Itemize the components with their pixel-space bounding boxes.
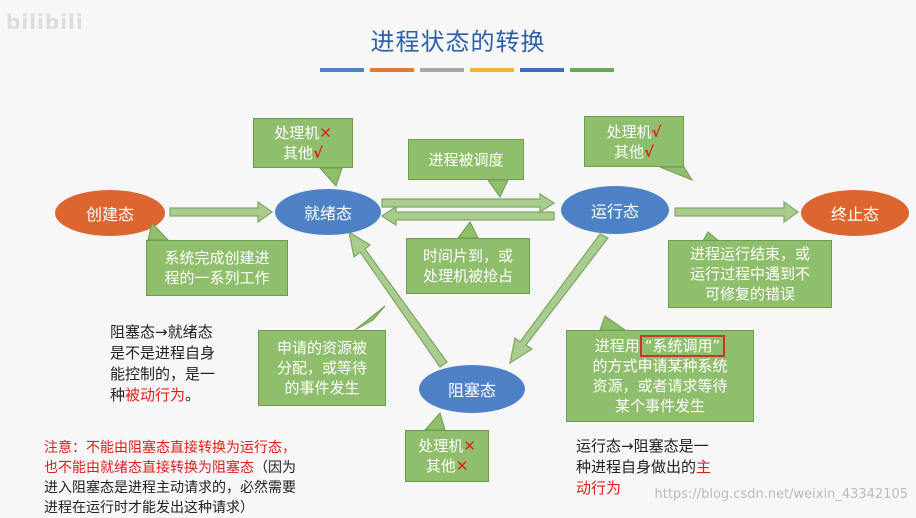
callout-text: 时间片到，或 bbox=[422, 247, 513, 265]
callout-text: 程的一系列工作 bbox=[164, 269, 270, 287]
active-highlight: 主 bbox=[696, 458, 712, 476]
callout-timeslice: 时间片到，或 处理机被抢占 bbox=[406, 238, 530, 294]
title-underline-5 bbox=[520, 68, 564, 72]
callout-text: 某个事件发生 bbox=[614, 397, 705, 415]
callout-text: 资源，或者请求等待 bbox=[592, 377, 728, 395]
warning-line: 注意：不能由阻塞态直接转换为运行态， bbox=[44, 440, 296, 456]
callout-text: 处理机 bbox=[274, 124, 320, 142]
title-underline-4 bbox=[470, 68, 514, 72]
state-terminate: 终止态 bbox=[801, 190, 909, 236]
callout-text: 处理机被抢占 bbox=[422, 267, 513, 285]
arrow-running-to-ready bbox=[380, 205, 555, 227]
warning-line: 也不能由就绪态直接转换为阻塞态 bbox=[44, 460, 254, 476]
callout-create-done: 系统完成创建进 程的一系列工作 bbox=[146, 240, 288, 296]
title-underline-1 bbox=[320, 68, 364, 72]
callout-text: 的事件发生 bbox=[284, 379, 360, 397]
note-line: 种 bbox=[110, 386, 126, 404]
title-underline-6 bbox=[570, 68, 614, 72]
pointer-timeslice bbox=[457, 221, 479, 239]
callout-system-call: 进程用“系统调用” 的方式申请某种系统 资源，或者请求等待 某个事件发生 bbox=[566, 330, 754, 422]
callout-text: 可修复的错误 bbox=[704, 285, 795, 303]
callout-text: 其他 bbox=[282, 144, 313, 162]
state-blocked: 阻塞态 bbox=[419, 365, 525, 413]
active-behavior-note: 运行态→阻塞态是一 种进程自身做出的主 动行为 bbox=[576, 436, 756, 499]
callout-scheduled: 进程被调度 bbox=[408, 139, 524, 180]
source-url-watermark: https://blog.csdn.net/weixin_43342105 bbox=[654, 487, 908, 502]
note-line: 能控制的，是一 bbox=[110, 365, 216, 383]
pointer-running-top bbox=[659, 166, 694, 182]
arrow-running-to-blocked bbox=[509, 233, 609, 365]
cross-mark: ✕ bbox=[455, 457, 469, 475]
callout-text: 申请的资源被 bbox=[276, 339, 367, 357]
title-underline-2 bbox=[370, 68, 414, 72]
callout-text: 进程被调度 bbox=[428, 150, 504, 169]
title-underline-3 bbox=[420, 68, 464, 72]
warning-line: （因为 bbox=[254, 460, 296, 476]
arrow-running-to-terminate bbox=[674, 200, 800, 224]
page-title: 进程状态的转换 bbox=[370, 28, 546, 56]
callout-running-requirements: 处理机√ 其他√ bbox=[584, 116, 684, 167]
active-highlight: 动行为 bbox=[576, 479, 622, 497]
note-line: 是不是进程自身 bbox=[110, 344, 216, 362]
cross-mark: ✕ bbox=[463, 437, 476, 455]
pointer-schedule bbox=[487, 179, 509, 198]
callout-text: 其他 bbox=[425, 457, 456, 475]
check-mark: √ bbox=[644, 142, 655, 161]
cross-mark: ✕ bbox=[319, 124, 332, 142]
callout-ready-requirements: 处理机✕ 其他√ bbox=[253, 118, 353, 168]
arrow-ready-to-running bbox=[381, 192, 556, 214]
callout-finish: 进程运行结束，或 运行过程中遇到不 可修复的错误 bbox=[668, 240, 832, 308]
callout-text: 的方式申请某种系统 bbox=[592, 357, 728, 375]
state-create: 创建态 bbox=[55, 190, 165, 236]
state-running: 运行态 bbox=[561, 186, 669, 234]
passive-behavior-note: 阻塞态→就绪态 是不是进程自身 能控制的，是一 种被动行为。 bbox=[110, 322, 250, 406]
callout-text: 分配，或等待 bbox=[276, 359, 367, 377]
callout-text: 系统完成创建进 bbox=[164, 249, 270, 267]
pointer-ready-top bbox=[318, 167, 343, 187]
callout-text: 处理机 bbox=[606, 122, 652, 141]
note-line: 阻塞态→就绪态 bbox=[110, 323, 213, 341]
note-line: 运行态→阻塞态是一 bbox=[576, 437, 709, 455]
callout-text: 运行过程中遇到不 bbox=[689, 265, 810, 283]
warning-line: 进程在运行时才能发出这种请求） bbox=[44, 500, 254, 516]
pointer-blocked-bottom bbox=[423, 411, 446, 431]
arrow-blocked-to-ready bbox=[348, 230, 448, 368]
callout-text: 其他 bbox=[613, 142, 644, 161]
pointer-create-done bbox=[147, 221, 170, 241]
callout-blocked-requirements: 处理机✕ 其他✕ bbox=[405, 430, 489, 482]
arrow-create-to-ready bbox=[169, 200, 274, 224]
callout-resource-allocated: 申请的资源被 分配，或等待 的事件发生 bbox=[258, 330, 386, 406]
state-ready: 就绪态 bbox=[275, 189, 381, 235]
note-line: 种进程自身做出的 bbox=[576, 458, 697, 476]
check-mark: √ bbox=[313, 144, 324, 162]
pointer-resource bbox=[354, 305, 386, 331]
note-line: 。 bbox=[185, 386, 201, 404]
warning-note: 注意：不能由阻塞态直接转换为运行态， 也不能由就绪态直接转换为阻塞态（因为 进入… bbox=[44, 438, 394, 518]
passive-highlight: 被动行为 bbox=[125, 386, 186, 404]
callout-text: 进程运行结束，或 bbox=[689, 245, 810, 263]
pointer-syscall bbox=[599, 315, 627, 331]
callout-text: 进程用 bbox=[594, 337, 640, 355]
system-call-highlight: “系统调用” bbox=[639, 335, 726, 357]
bilibili-watermark: bilibili bbox=[6, 10, 84, 34]
callout-text: 处理机 bbox=[418, 437, 464, 455]
check-mark: √ bbox=[651, 122, 662, 141]
warning-line: 进入阻塞态是进程主动请求的，必然需要 bbox=[44, 480, 296, 496]
